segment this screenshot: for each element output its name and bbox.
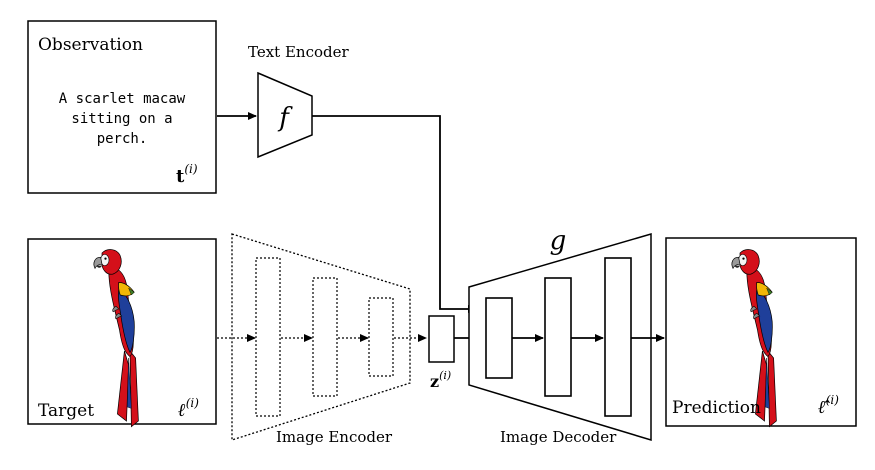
observation-text-line-1: A scarlet macaw xyxy=(59,91,186,107)
text-encoder-trapezoid xyxy=(257,71,313,159)
observation-title: Observation xyxy=(38,35,143,55)
image-decoder-layer-1 xyxy=(485,297,513,379)
target-box: Target ℓ(i) xyxy=(27,238,217,427)
target-superscript: (i) xyxy=(186,396,200,410)
observation-superscript: (i) xyxy=(184,162,198,176)
image-encoder: Image Encoder xyxy=(231,233,411,446)
observation-symbol-text: t(i) xyxy=(176,162,198,187)
arrow-text-embedding-to-decoder xyxy=(312,115,477,313)
prediction-label: Prediction xyxy=(672,398,761,418)
latent-z-box xyxy=(428,315,455,363)
image-decoder-layer-3 xyxy=(604,257,632,417)
target-symbol: ℓ xyxy=(178,400,186,421)
image-decoder-symbol: g xyxy=(550,226,567,256)
observation-symbol: t xyxy=(176,166,185,187)
prediction-superscript: (i) xyxy=(826,393,840,407)
image-decoder: g Image Decoder xyxy=(468,226,652,446)
observation-box: Observation A scarlet macaw sitting on a… xyxy=(27,20,217,194)
observation-text-line-2: sitting on a xyxy=(71,111,172,127)
latent-superscript: (i) xyxy=(439,369,451,382)
observation-text-line-3: perch. xyxy=(97,131,148,147)
target-label: Target xyxy=(38,401,94,421)
target-symbol-text: ℓ(i) xyxy=(178,396,199,421)
image-encoder-layer-3 xyxy=(368,297,394,377)
latent-symbol: z xyxy=(430,372,439,391)
image-encoder-layer-1 xyxy=(255,257,281,417)
image-encoder-trapezoid xyxy=(231,233,411,441)
image-encoder-layer-2 xyxy=(312,277,338,397)
image-decoder-label: Image Decoder xyxy=(500,428,617,446)
latent-symbol-text: z(i) xyxy=(430,369,451,391)
text-encoder-label: Text Encoder xyxy=(248,43,349,61)
image-encoder-label: Image Encoder xyxy=(276,428,393,446)
prediction-box: Prediction ℓ̂(i) xyxy=(665,237,857,427)
image-decoder-layer-2 xyxy=(544,277,572,397)
